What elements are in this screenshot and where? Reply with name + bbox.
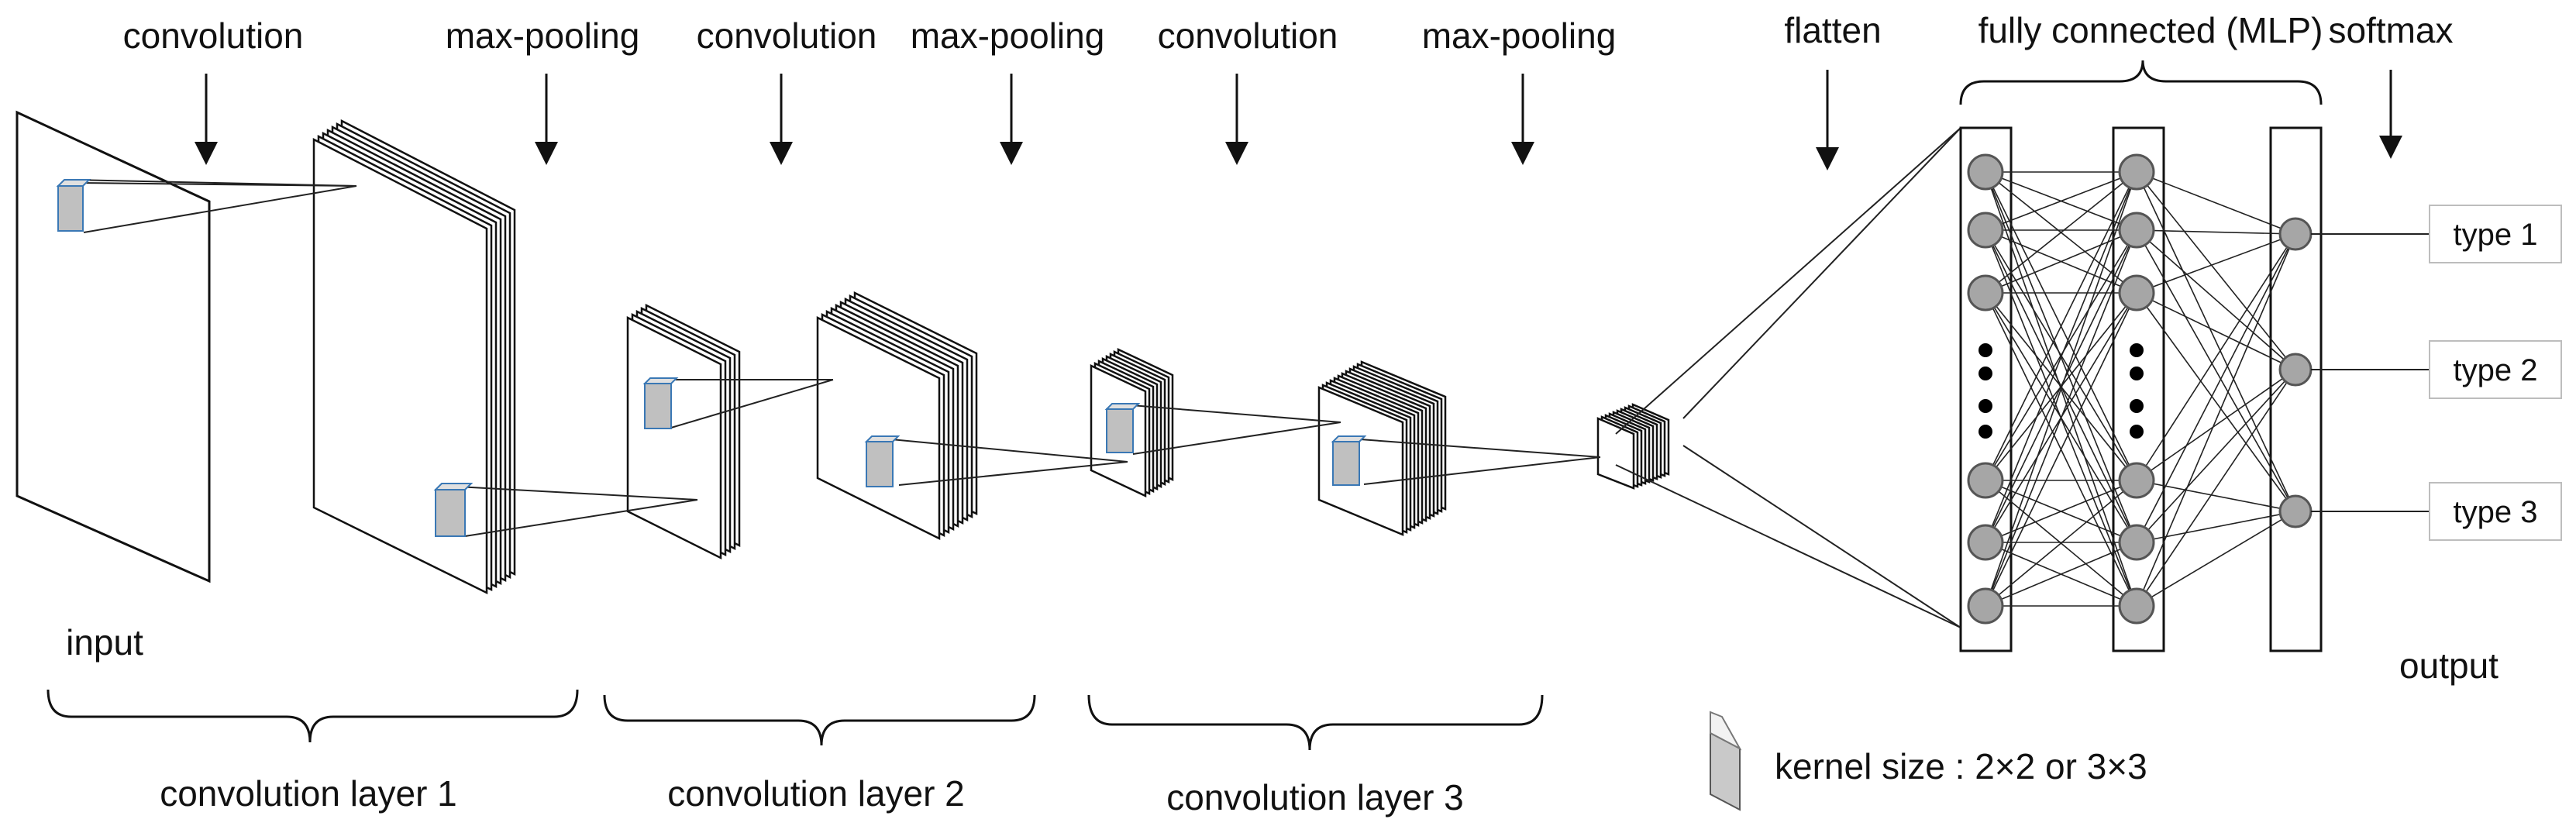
- mlp-node-layer-2: [2118, 153, 2155, 191]
- feature-map-layer: [1317, 386, 1404, 536]
- output-label: type 1: [2454, 218, 2538, 252]
- label-convolution-layer-2: convolution layer 2: [667, 773, 965, 814]
- label-output: output: [2399, 645, 2499, 686]
- mlp-node-layer-1: [1967, 587, 2004, 625]
- stack-pool1: [312, 119, 516, 595]
- label-fully-connected: fully connected (MLP): [1978, 10, 2323, 50]
- mlp-node-layer-1: [1967, 524, 2004, 561]
- mlp-connections: [1985, 171, 2296, 607]
- label-convolution-1: convolution: [123, 15, 304, 56]
- kernel-square: [1331, 435, 1367, 486]
- label-max-pooling-3: max-pooling: [1422, 15, 1617, 56]
- mlp-output-node: [2278, 494, 2313, 528]
- ellipsis-dot: [1978, 367, 1992, 380]
- output-box: [2429, 340, 2562, 399]
- label-max-pooling-1: max-pooling: [446, 15, 640, 56]
- output-box: [2429, 482, 2562, 541]
- mlp-node-layer-1: [1967, 153, 2004, 191]
- label-convolution-layer-3: convolution layer 3: [1166, 777, 1464, 817]
- kernel-square: [1104, 403, 1141, 453]
- mlp-network: [1959, 60, 2323, 652]
- label-max-pooling-2: max-pooling: [911, 15, 1105, 56]
- mlp-node-layer-2: [2118, 274, 2155, 311]
- ellipsis-dot: [2130, 399, 2144, 413]
- label-flatten: flatten: [1784, 10, 1881, 50]
- kernel-square: [864, 435, 901, 487]
- ellipsis-dot: [2130, 425, 2144, 439]
- flatten-fan-lines: [1615, 127, 1961, 628]
- stack-pool2: [816, 291, 978, 541]
- output-label: type 2: [2454, 353, 2538, 387]
- brace-layer-2: [603, 694, 1036, 746]
- label-convolution-layer-1: convolution layer 1: [160, 773, 457, 814]
- mlp-output-box: [2269, 126, 2323, 652]
- output-class-1: type 1: [2311, 205, 2562, 263]
- brace-layer-1: [46, 689, 579, 743]
- label-softmax: softmax: [2328, 10, 2453, 50]
- mlp-node-layer-2: [2118, 212, 2155, 249]
- kernel-square: [56, 179, 91, 232]
- label-convolution-3: convolution: [1158, 15, 1338, 56]
- feature-map-stacks: [312, 119, 1670, 595]
- mlp-node-layer-2: [2118, 524, 2155, 561]
- output-box: [2429, 205, 2562, 263]
- projection-lines: [71, 179, 1601, 537]
- kernel-square: [433, 483, 474, 537]
- label-convolution-2: convolution: [697, 15, 877, 56]
- ellipsis-dot: [2130, 343, 2144, 357]
- stack-conv2: [626, 303, 741, 560]
- kernel-square: [642, 377, 679, 429]
- down-arrows: [195, 70, 2402, 170]
- mlp-node-layer-1: [1967, 462, 2004, 499]
- kernel-legend: kernel size : 2×2 or 3×3: [1710, 711, 2147, 811]
- mlp-node-layer-1: [1967, 212, 2004, 249]
- layer-braces: [46, 689, 1544, 751]
- mlp-brace: [1959, 60, 2323, 105]
- mlp-layer-1-box: [1959, 126, 2013, 652]
- ellipsis-dot: [1978, 343, 1992, 357]
- kernels: [56, 179, 1367, 537]
- mlp-layer-2-box: [2112, 126, 2165, 652]
- output-class-2: type 2: [2311, 340, 2562, 399]
- mlp-node-layer-1: [1967, 274, 2004, 311]
- mlp-output-node: [2278, 217, 2313, 251]
- output-classes: type 1 type 2 type 3: [2311, 205, 2562, 541]
- output-label: type 3: [2454, 495, 2538, 529]
- mlp-output-node: [2278, 353, 2313, 387]
- mlp-node-layer-2: [2118, 462, 2155, 499]
- stack-pool3: [1317, 360, 1447, 536]
- legend-kernel-text: kernel size : 2×2 or 3×3: [1775, 746, 2147, 786]
- ellipsis-dot: [1978, 425, 1992, 439]
- stack-flatten: [1596, 403, 1670, 490]
- feature-map-layer: [312, 137, 488, 595]
- ellipsis-dot: [1978, 399, 1992, 413]
- legend-kernel-top: [1710, 711, 1742, 751]
- output-class-3: type 3: [2311, 482, 2562, 541]
- label-input: input: [66, 622, 143, 663]
- ellipsis-dot: [2130, 367, 2144, 380]
- mlp-node-layer-2: [2118, 587, 2155, 625]
- brace-layer-3: [1087, 694, 1544, 751]
